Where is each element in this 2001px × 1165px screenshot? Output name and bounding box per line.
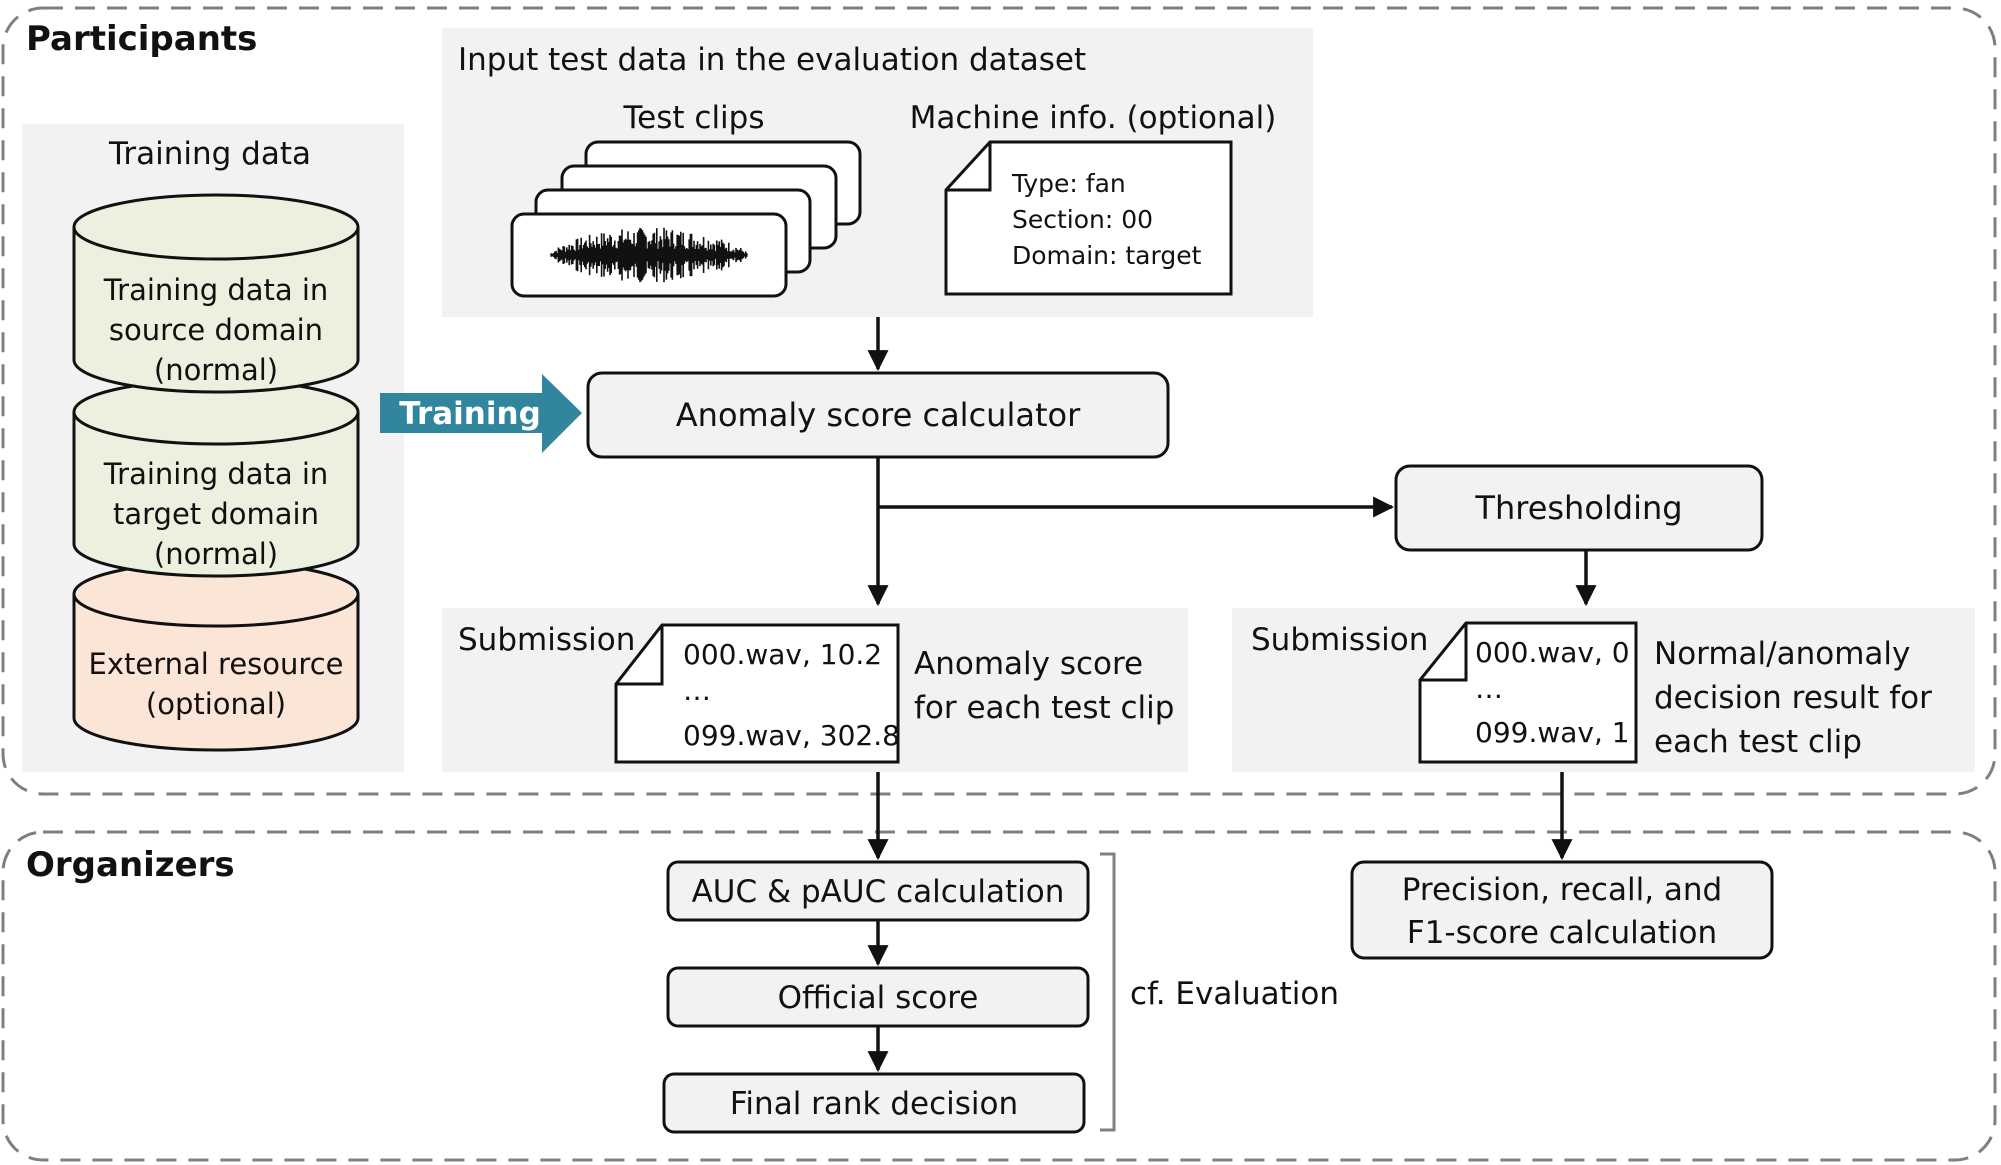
participants-region — [1, 6, 1997, 796]
machine-info-line-3: Domain: target — [1012, 241, 1202, 270]
target-domain-cylinder: Training data in target domain (normal) — [72, 378, 360, 578]
external-line-1: External resource — [89, 647, 344, 681]
decisions-description-1: Normal/anomaly — [1654, 636, 1910, 672]
thresholding-box — [1394, 464, 1764, 552]
decisions-description-3: each test clip — [1654, 724, 1862, 760]
input-panel-title: Input test data in the evaluation datase… — [458, 42, 1086, 78]
precision-line-2: F1-score calculation — [1407, 915, 1717, 951]
decisions-line-1: 000.wav, 0 — [1475, 636, 1630, 669]
machine-info-label: Machine info. (optional) — [910, 100, 1277, 136]
training-arrow: Training — [380, 374, 582, 453]
training-data-title: Training data — [108, 136, 311, 172]
source-line-2: source domain — [109, 313, 323, 347]
source-line-1: Training data in — [103, 273, 329, 307]
test-clips-label: Test clips — [623, 100, 765, 136]
decisions-line-2: … — [1475, 672, 1503, 705]
auc-label: AUC & pAUC calculation — [692, 874, 1065, 910]
precision-box — [1350, 860, 1774, 960]
decisions-line-3: 099.wav, 1 — [1475, 716, 1630, 749]
submission-decisions-document: 000.wav, 0 … 099.wav, 1 — [1418, 621, 1638, 764]
scores-line-1: 000.wav, 10.2 — [683, 638, 882, 671]
submission-scores-label: Submission — [458, 622, 635, 658]
source-line-3: (normal) — [154, 353, 278, 387]
submission-decisions-label: Submission — [1251, 622, 1428, 658]
scores-line-2: … — [683, 674, 711, 707]
scores-description-1: Anomaly score — [914, 646, 1143, 682]
target-line-1: Training data in — [103, 457, 329, 491]
waveform-icon — [550, 227, 748, 283]
decisions-description-2: decision result for — [1654, 680, 1932, 716]
final-rank-box — [662, 1072, 1086, 1134]
external-resource-cylinder: External resource (optional) — [72, 560, 360, 752]
submission-scores-document: 000.wav, 10.2 … 099.wav, 302.8 — [614, 623, 900, 764]
anomaly-calculator-label: Anomaly score calculator — [676, 396, 1081, 434]
organizers-title: Organizers — [26, 845, 235, 885]
machine-info-document: Type: fan Section: 00 Domain: target — [944, 140, 1233, 296]
target-line-3: (normal) — [154, 537, 278, 571]
target-line-2: target domain — [113, 497, 319, 531]
evaluation-bracket — [1100, 852, 1116, 1132]
evaluation-note: cf. Evaluation — [1130, 976, 1339, 1012]
connectors — [867, 317, 1597, 1073]
thresholding-label: Thresholding — [1474, 489, 1682, 527]
participants-title: Participants — [26, 19, 257, 59]
test-clips-stack — [510, 140, 862, 298]
training-arrow-label: Training — [399, 396, 541, 432]
scores-line-3: 099.wav, 302.8 — [683, 719, 900, 752]
organizers-region — [1, 830, 1997, 1162]
source-domain-cylinder: Training data in source domain (normal) — [72, 193, 360, 394]
precision-line-1: Precision, recall, and — [1402, 872, 1722, 908]
machine-info-line-2: Section: 00 — [1012, 205, 1153, 234]
machine-info-line-1: Type: fan — [1011, 169, 1126, 198]
external-line-2: (optional) — [146, 687, 286, 721]
official-score-label: Official score — [778, 980, 979, 1016]
final-rank-label: Final rank decision — [730, 1086, 1018, 1122]
scores-description-2: for each test clip — [914, 690, 1174, 726]
